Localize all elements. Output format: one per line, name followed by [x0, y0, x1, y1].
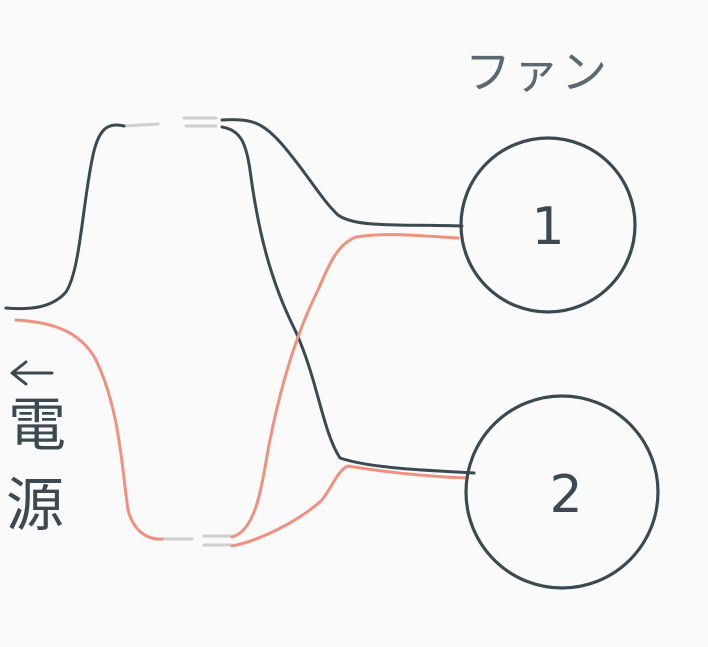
- fan-2-circle: [464, 394, 660, 590]
- positive-wire-to-fan-1: [230, 233, 460, 539]
- fan-2-label: 2: [549, 465, 582, 525]
- bottom-connector: [160, 534, 234, 547]
- power-label-char-2: 源: [6, 471, 64, 539]
- positive-wire-to-fan-2: [230, 464, 468, 548]
- negative-wire-to-fan-2: [220, 125, 476, 475]
- top-connector: [122, 116, 218, 128]
- fan-title: ファン: [465, 45, 609, 99]
- fan-1-circle: [459, 136, 637, 314]
- power-label-char-1: 電: [8, 391, 66, 459]
- power-positive-wire: [14, 318, 164, 541]
- fan-2: 2: [464, 394, 660, 590]
- power-negative-wire: [4, 123, 126, 311]
- left-arrow-icon: [10, 360, 54, 386]
- negative-wire-to-fan-1: [220, 118, 464, 228]
- fan-1: 1: [459, 136, 637, 314]
- fan-1-label: 1: [531, 197, 564, 257]
